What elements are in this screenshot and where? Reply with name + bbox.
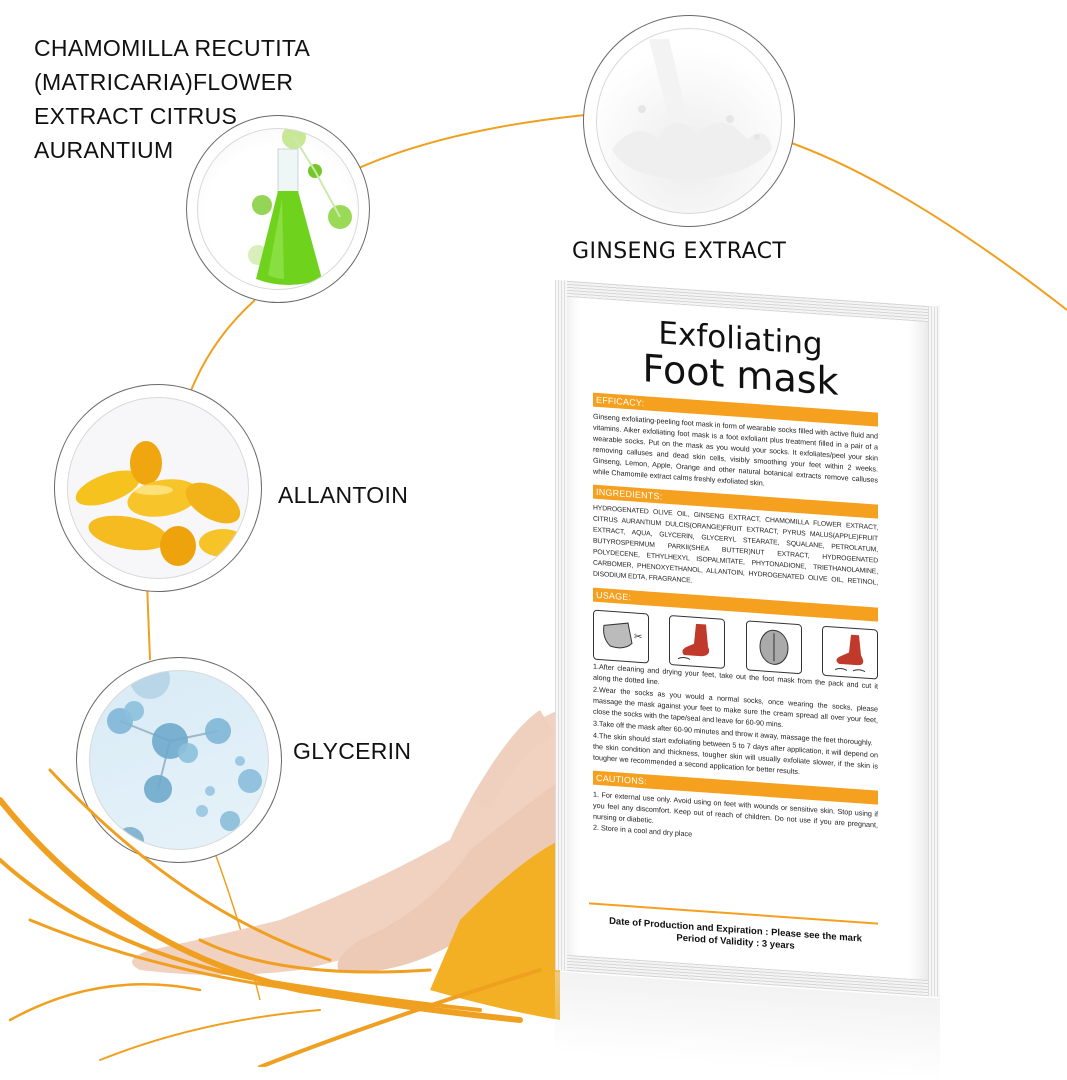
chamomile-label-line: CHAMOMILLA RECUTITA: [34, 35, 311, 61]
chamomile-label: CHAMOMILLA RECUTITA (MATRICARIA)FLOWER E…: [34, 31, 374, 167]
chamomile-bubble: [186, 115, 370, 303]
chamomile-label-line: AURANTIUM: [34, 137, 174, 163]
glycerin-bubble: [76, 657, 282, 863]
ginseng-bubble: [583, 15, 795, 227]
allantoin-label: ALLANTOIN: [278, 482, 409, 508]
clean-foot-icon: [821, 626, 878, 681]
ginseng-label: GINSENG EXTRACT: [572, 239, 787, 264]
glycerin-label: GLYCERIN: [293, 738, 412, 764]
yellow-capsules-icon: [75, 441, 247, 566]
legs-ginseng-roots-image: [0, 710, 560, 1067]
chamomile-label-line: EXTRACT CITRUS: [34, 103, 238, 129]
milk-splash-icon: [612, 39, 772, 179]
foot-mask-package: Exfoliating Foot mask EFFICACY: Ginseng …: [555, 280, 940, 997]
svg-text:✂: ✂: [634, 632, 642, 644]
green-flask-molecule-icon: [248, 129, 352, 285]
clock-icon: [745, 620, 802, 675]
chamomile-label-line: (MATRICARIA)FLOWER: [34, 69, 294, 95]
wear-sock-foot-icon: [669, 615, 726, 670]
cut-open-pack-icon: ✂: [593, 610, 649, 665]
usage-icons: ✂: [593, 610, 878, 681]
allantoin-bubble: [54, 384, 262, 592]
ingredients-text: HYDROGENATED OLIVE OIL, GINSENG EXTRACT,…: [593, 505, 878, 588]
